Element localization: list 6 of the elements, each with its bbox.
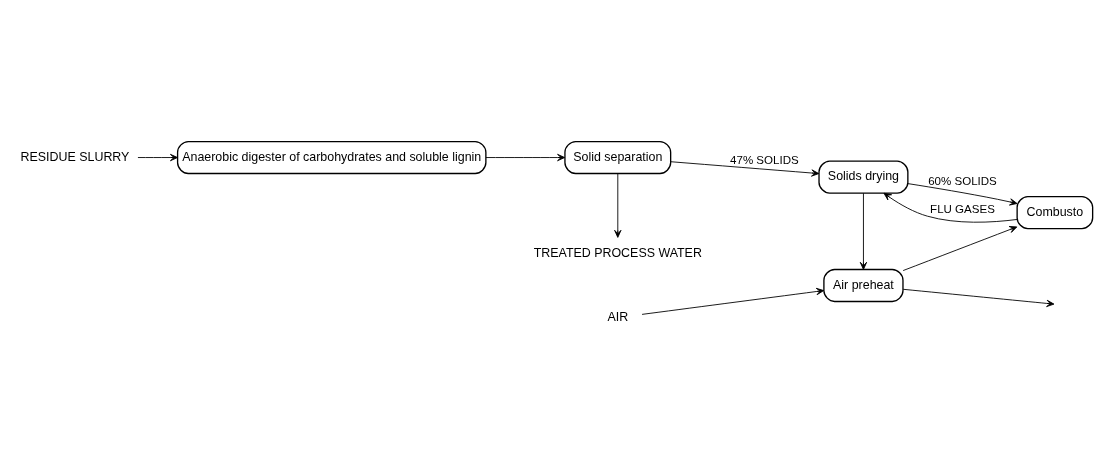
- node-text: AIR: [607, 309, 629, 324]
- edge-label: 60% SOLIDS: [928, 174, 997, 187]
- node-text: TREATED PROCESS WATER: [533, 245, 702, 260]
- node-text: RESIDUE SLURRY: [20, 149, 130, 164]
- edge-label: FLU GASES: [930, 202, 995, 215]
- edge-label: 47% SOLIDS: [730, 154, 799, 167]
